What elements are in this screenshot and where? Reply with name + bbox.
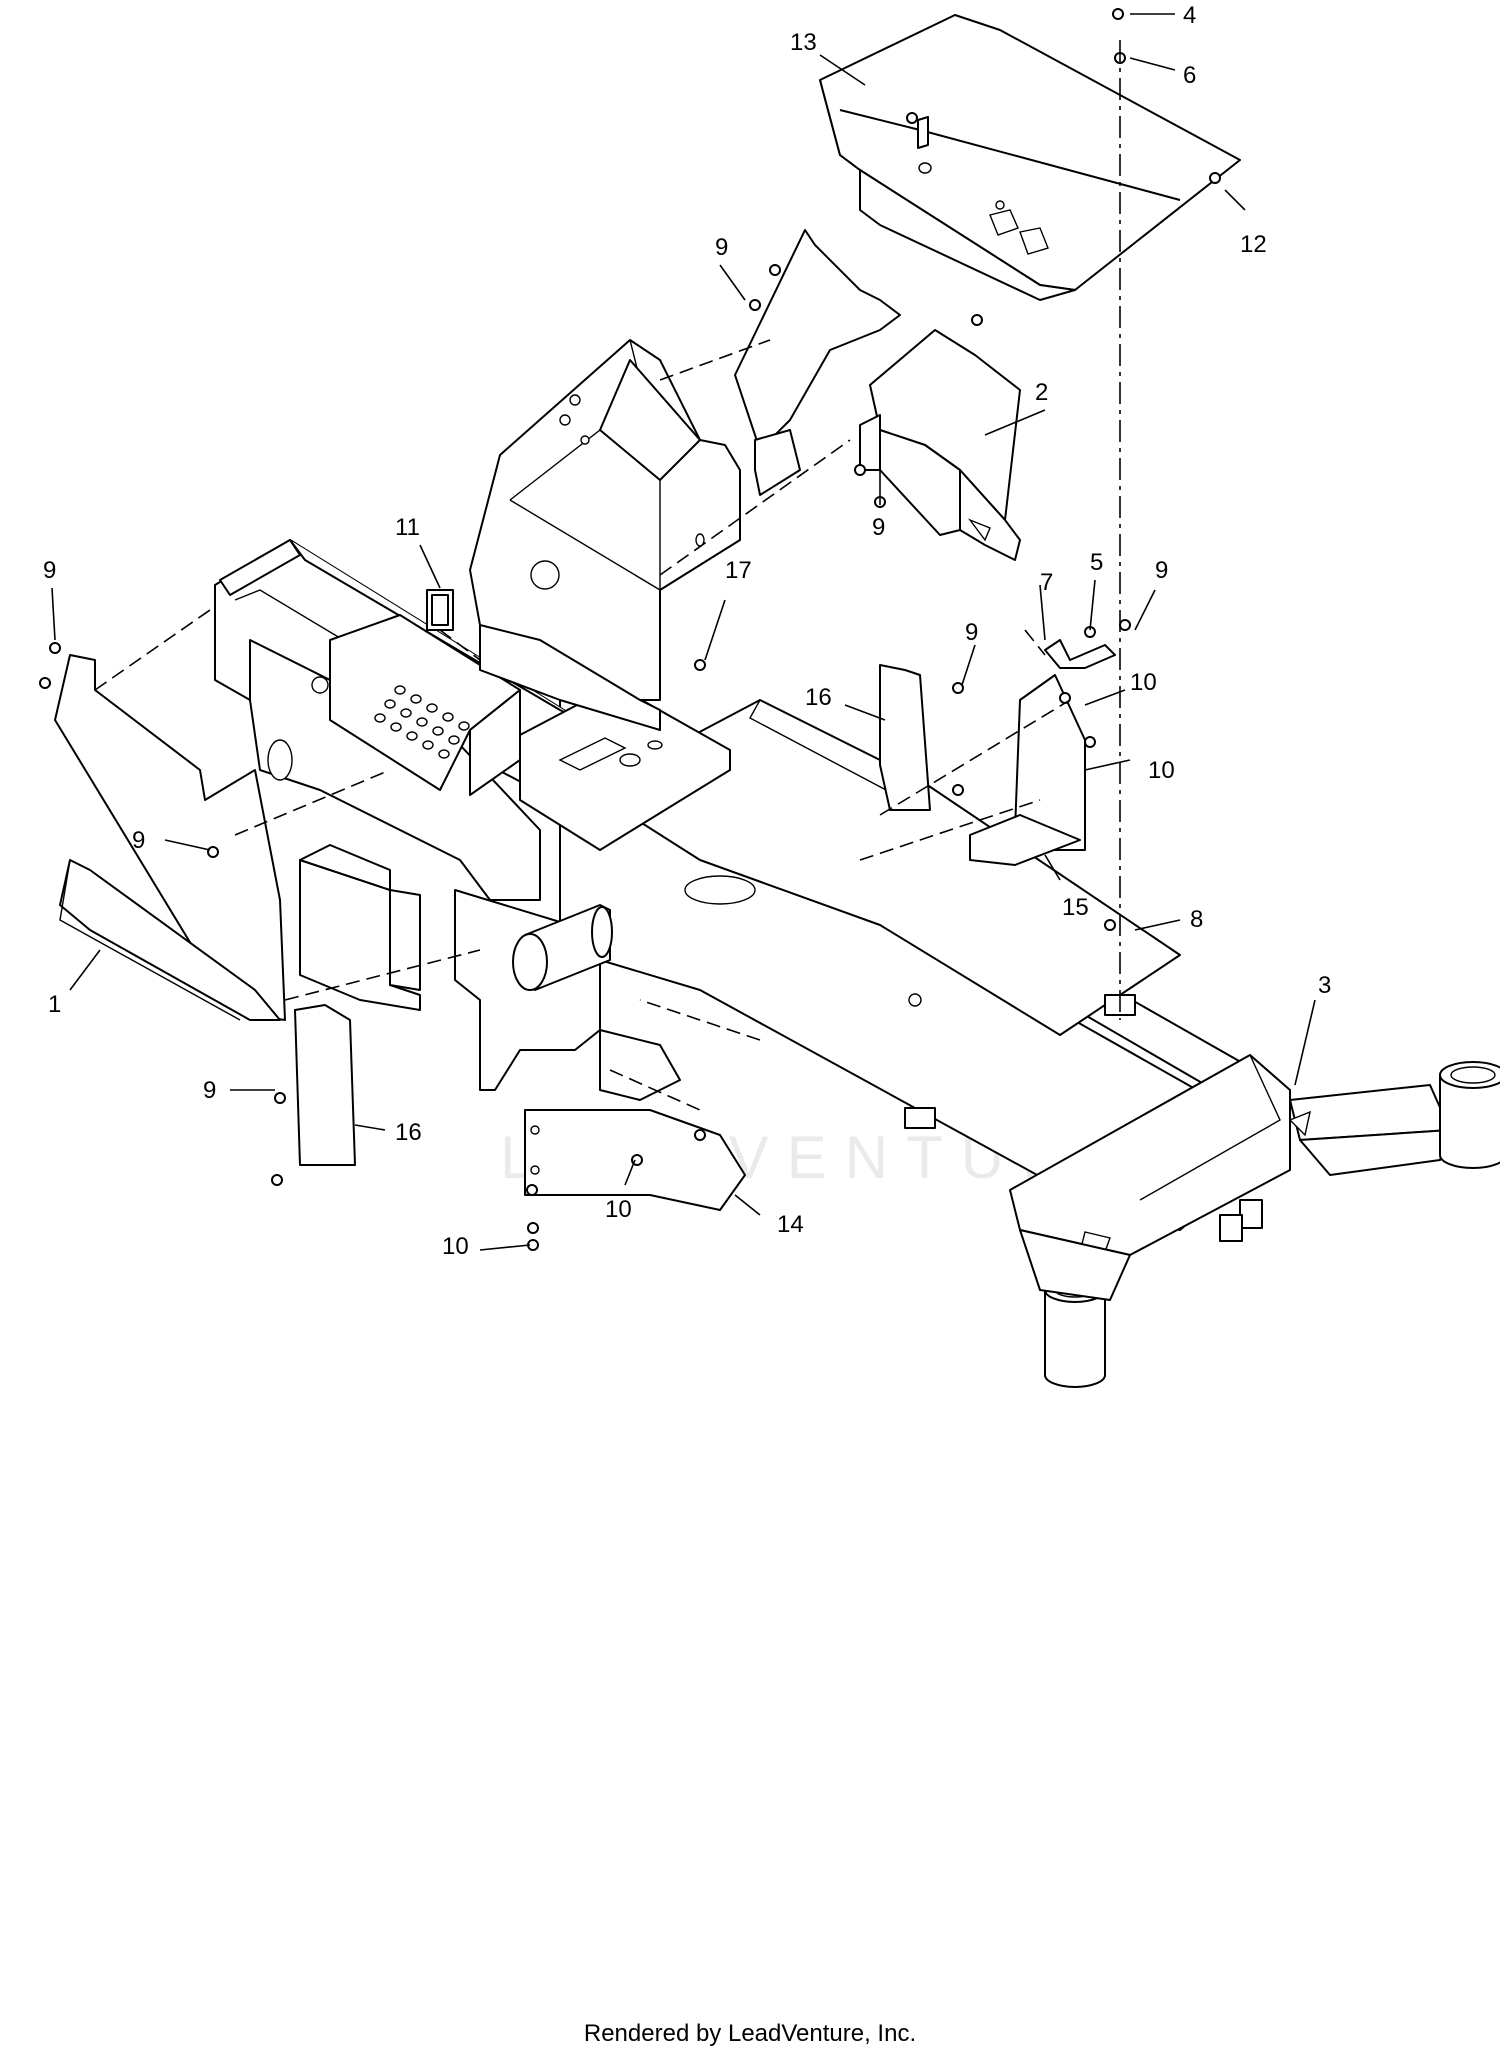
front-crossbar — [214, 539, 731, 1101]
part-11-grommet — [426, 589, 454, 631]
callout-13: 13 — [790, 29, 817, 56]
part-16-plates — [294, 664, 931, 1166]
callout-15: 15 — [1062, 894, 1089, 921]
callout-5: 5 — [1090, 549, 1103, 576]
assembly-lines — [94, 40, 1121, 1111]
part-2-shield — [734, 229, 1021, 561]
callout-14: 14 — [777, 1211, 804, 1238]
callout-4: 4 — [1183, 2, 1196, 29]
callout-labels: 13 4 6 12 9 2 9 11 9 17 7 5 9 9 16 10 10… — [43, 2, 1331, 1260]
callout-16-left: 16 — [395, 1119, 422, 1146]
callout-3: 3 — [1318, 972, 1331, 999]
callout-9-shield: 9 — [872, 514, 885, 541]
part-15-bracket — [969, 674, 1086, 866]
callout-9-bottom: 9 — [203, 1077, 216, 1104]
upright-support — [469, 339, 741, 731]
callout-1: 1 — [48, 991, 61, 1018]
callout-6: 6 — [1183, 62, 1196, 89]
callout-12: 12 — [1240, 231, 1267, 258]
callout-7: 7 — [1040, 569, 1053, 596]
callout-9-front: 9 — [132, 827, 145, 854]
callout-10-lower: 10 — [1148, 757, 1175, 784]
part-7-clamp — [1044, 639, 1116, 669]
part-13-top-cover — [819, 14, 1241, 301]
callout-16-right: 16 — [805, 684, 832, 711]
callout-9-top: 9 — [715, 234, 728, 261]
callout-10-bottom: 10 — [442, 1233, 469, 1260]
callout-9-mid: 9 — [965, 619, 978, 646]
callout-10-center: 10 — [605, 1196, 632, 1223]
callout-9-right: 9 — [1155, 557, 1168, 584]
main-frame — [559, 689, 1500, 1388]
callout-10-upper: 10 — [1130, 669, 1157, 696]
callout-9-left: 9 — [43, 557, 56, 584]
callout-11: 11 — [395, 514, 420, 541]
footer-credit: Rendered by LeadVenture, Inc. — [583, 2020, 917, 2047]
callout-8: 8 — [1190, 906, 1203, 933]
perforation-holes — [374, 685, 470, 759]
callout-17: 17 — [725, 557, 752, 584]
part-1-left-shield — [54, 654, 286, 1021]
callout-leaders — [51, 13, 1316, 1251]
callout-2: 2 — [1035, 379, 1048, 406]
